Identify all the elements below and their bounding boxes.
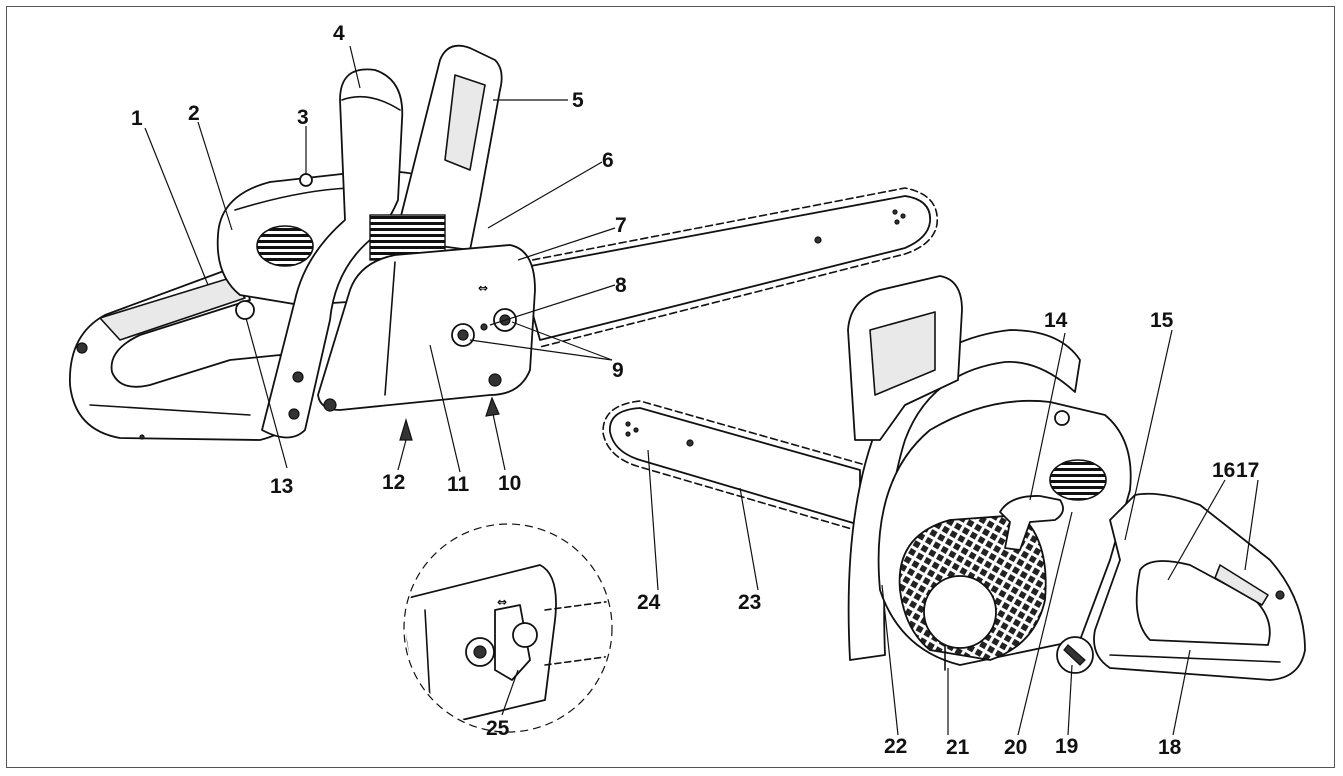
- callout-20: 20: [1004, 736, 1028, 759]
- callout-5: 5: [572, 89, 584, 112]
- callout-10: 10: [498, 472, 522, 495]
- starter-grip: [999, 495, 1064, 551]
- detail-inset: ⇔: [403, 523, 613, 733]
- callout-3: 3: [297, 106, 309, 129]
- callout-15: 15: [1150, 309, 1174, 332]
- callout-9: 9: [612, 359, 624, 382]
- callout-18: 18: [1158, 736, 1182, 759]
- callout-8: 8: [615, 274, 627, 297]
- callout-14: 14: [1044, 309, 1068, 332]
- callout-2: 2: [188, 102, 200, 125]
- front-handle-left: [261, 68, 404, 439]
- callout-16: 16: [1212, 459, 1236, 482]
- callout-25: 25: [486, 717, 510, 740]
- guide-bar-upper: [519, 187, 938, 348]
- callout-19: 19: [1055, 735, 1079, 758]
- svg-text:⇔: ⇔: [478, 281, 488, 295]
- callout-6: 6: [602, 149, 614, 172]
- callout-11: 11: [447, 473, 470, 496]
- svg-text:⇔: ⇔: [497, 595, 507, 609]
- callout-17: 17: [1236, 459, 1260, 482]
- callout-21: 21: [946, 736, 970, 759]
- callout-24: 24: [637, 591, 661, 614]
- callout-7: 7: [615, 214, 627, 237]
- callout-4: 4: [333, 22, 345, 45]
- callout-12: 12: [382, 471, 406, 494]
- callout-22: 22: [884, 735, 908, 758]
- callout-1: 1: [131, 107, 143, 130]
- chainsaw-left-view: ⇔: [69, 44, 938, 473]
- guide-bar-lower: [602, 400, 863, 533]
- chainsaw-right-view: [602, 275, 1306, 736]
- callout-23: 23: [738, 591, 762, 614]
- front-handle-right: [847, 329, 1081, 661]
- callout-13: 13: [270, 475, 294, 498]
